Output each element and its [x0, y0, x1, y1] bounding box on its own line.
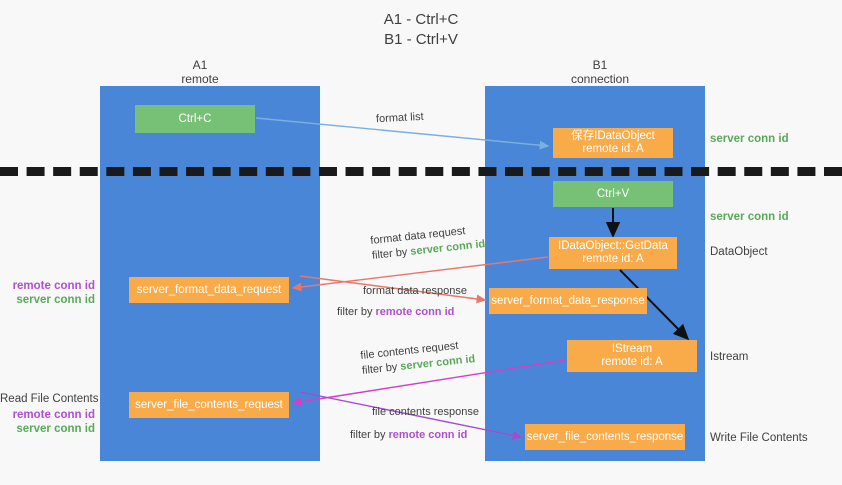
- column-b1-name: B1: [592, 58, 608, 72]
- box-save-idataobject-line2: remote id: A: [582, 143, 644, 155]
- left-label-group-format: remote conn id server conn id: [0, 279, 95, 307]
- box-server-format-data-response-label: server_format_data_response: [491, 294, 645, 307]
- filter-key-remote-conn-id: remote conn id: [388, 429, 468, 441]
- phase-separator-line: [0, 167, 842, 176]
- box-ctrl-v[interactable]: Ctrl+V: [553, 181, 673, 207]
- title-line-2: B1 - Ctrl+V: [384, 31, 458, 48]
- annotation-format-data-request: format data request filter by server con…: [370, 222, 486, 264]
- annotation-file-contents-request: file contents request filter by server c…: [360, 337, 476, 379]
- right-label-istream: Istream: [710, 351, 749, 363]
- box-istream-line2: remote id: A: [601, 356, 663, 368]
- title-line-1: A1 - Ctrl+C: [383, 11, 459, 28]
- left-label-remote-conn-id-1: remote conn id: [12, 280, 95, 292]
- box-server-file-contents-response[interactable]: server_file_contents_response: [525, 424, 685, 450]
- diagram-title: A1 - Ctrl+C B1 - Ctrl+V: [0, 10, 842, 50]
- box-ctrl-c[interactable]: Ctrl+C: [135, 105, 255, 133]
- box-server-file-contents-response-label: server_file_contents_response: [526, 430, 684, 443]
- annotation-file-contents-response-filter: filter by remote conn id: [350, 420, 479, 443]
- box-ctrl-v-label: Ctrl+V: [596, 187, 630, 200]
- annotation-format-data-response: format data response filter by remote co…: [337, 284, 467, 320]
- box-save-idataobject-line1: 保存IDataObject: [571, 130, 655, 142]
- annotation-file-contents-response-text: file contents response: [372, 406, 480, 418]
- box-ctrl-c-label: Ctrl+C: [178, 112, 212, 125]
- column-a1-name: A1: [192, 58, 208, 72]
- right-label-dataobject: DataObject: [710, 246, 768, 258]
- column-b1-role: connection: [570, 72, 630, 86]
- box-server-format-data-request-label: server_format_data_request: [136, 283, 282, 296]
- annotation-file-contents-response: file contents response filter by remote …: [350, 405, 479, 443]
- filter-prefix: filter by: [350, 429, 389, 441]
- column-header-b1: B1 connection: [510, 58, 690, 86]
- left-label-remote-conn-id-2: remote conn id: [12, 409, 95, 421]
- box-getdata-line1: IDataObject::GetData: [558, 240, 668, 252]
- filter-key-remote-conn-id: remote conn id: [375, 306, 455, 318]
- annotation-format-list: format list: [376, 110, 424, 127]
- annotation-format-list-text: format list: [375, 110, 424, 126]
- box-server-file-contents-request-label: server_file_contents_request: [135, 398, 283, 411]
- box-save-idataobject[interactable]: 保存IDataObject remote id: A: [553, 128, 673, 158]
- box-istream-line1: IStream: [611, 343, 653, 355]
- column-header-a1: A1 remote: [110, 58, 290, 86]
- left-label-read-file-contents: Read File Contents: [0, 393, 99, 405]
- filter-prefix: filter by: [361, 360, 401, 377]
- box-server-file-contents-request[interactable]: server_file_contents_request: [129, 392, 289, 418]
- right-label-write-file-contents: Write File Contents: [710, 432, 808, 444]
- left-label-server-conn-id-1: server conn id: [16, 294, 95, 306]
- filter-prefix: filter by: [371, 245, 411, 262]
- filter-prefix: filter by: [337, 306, 376, 318]
- left-label-group-file: Read File Contents remote conn id server…: [0, 392, 99, 436]
- box-server-format-data-response[interactable]: server_format_data_response: [489, 288, 647, 314]
- box-istream[interactable]: IStream remote id: A: [567, 340, 697, 372]
- annotation-format-data-response-text: format data response: [363, 285, 467, 297]
- left-label-server-conn-id-2: server conn id: [16, 423, 95, 435]
- annotation-format-data-response-filter: filter by remote conn id: [337, 299, 467, 320]
- right-label-server-conn-id-2: server conn id: [710, 211, 789, 223]
- column-a1-role: remote: [181, 72, 219, 86]
- box-getdata-line2: remote id: A: [582, 253, 644, 265]
- box-idataobject-getdata[interactable]: IDataObject::GetData remote id: A: [549, 237, 677, 269]
- box-server-format-data-request[interactable]: server_format_data_request: [129, 277, 289, 303]
- right-label-server-conn-id-1: server conn id: [710, 133, 789, 145]
